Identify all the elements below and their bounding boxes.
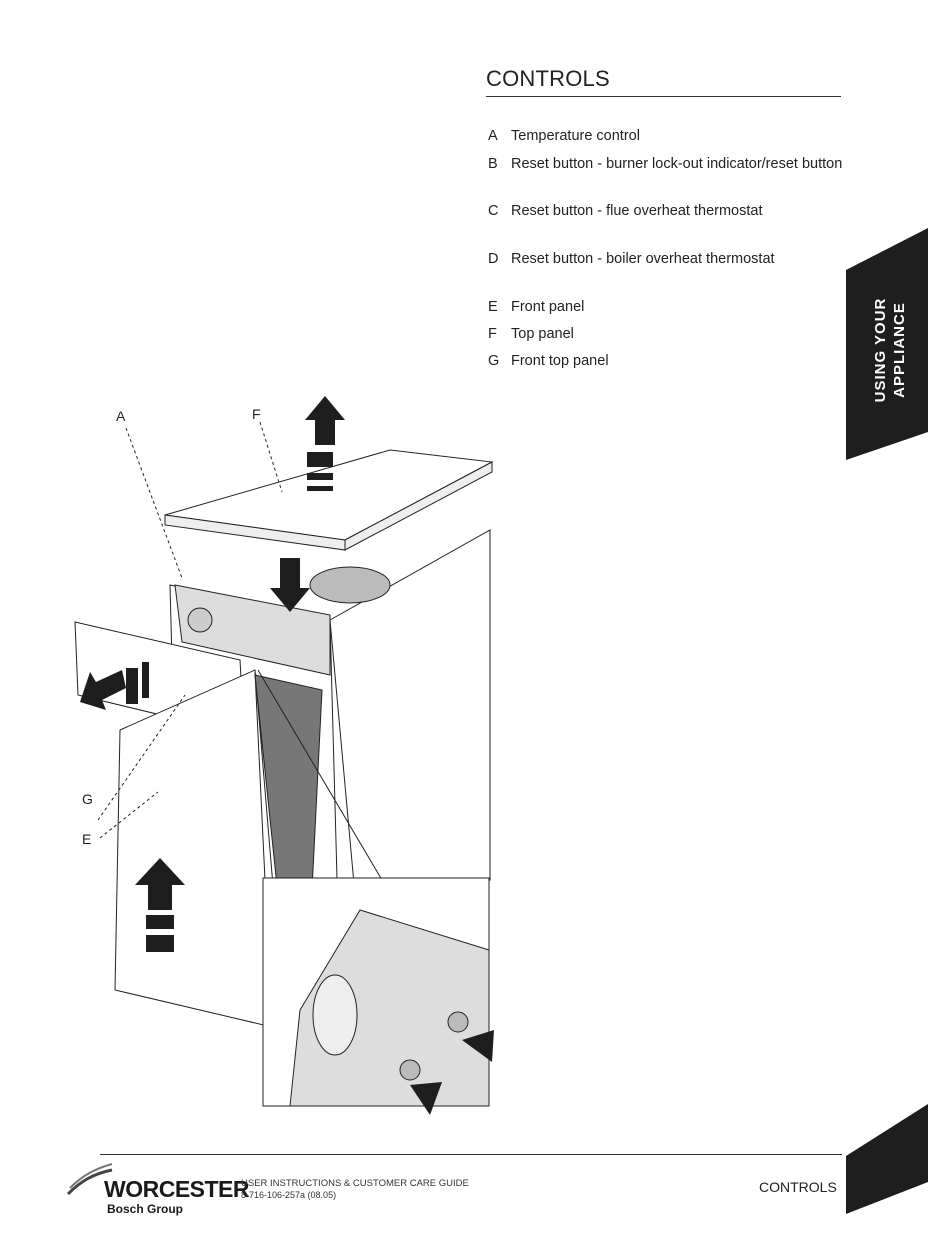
legend-item: F Top panel [488, 324, 843, 345]
legend-item: G Front top panel [488, 351, 843, 372]
legend-text: Temperature control [511, 128, 640, 144]
section-tab-line2: APPLIANCE [891, 302, 908, 398]
legend-letter: B [488, 156, 498, 172]
brand-sub: Bosch Group [107, 1202, 184, 1216]
footer-rule [100, 1154, 842, 1155]
guide-code: 8-716-106-257a (08.05) [241, 1190, 337, 1200]
title-rule [486, 96, 841, 97]
legend-letter: C [488, 203, 499, 219]
legend-text: Front panel [511, 299, 585, 315]
footer-tab [846, 1104, 928, 1214]
callout-f: F [252, 406, 261, 422]
legend-text: Front top panel [511, 353, 609, 369]
section-tab-label: USING YOUR APPLIANCE [871, 295, 911, 405]
callout-e: E [82, 831, 92, 847]
section-tab [846, 228, 928, 460]
guide-title: USER INSTRUCTIONS & CUSTOMER CARE GUIDE [241, 1178, 469, 1189]
page-title: CONTROLS [486, 66, 610, 91]
legend-item: C Reset button - flue overheat thermosta… [488, 201, 843, 222]
brand-name: WORCESTER [104, 1176, 250, 1202]
legend-letter: E [488, 299, 498, 315]
legend-item: E Front panel [488, 297, 843, 318]
legend-letter: D [488, 251, 499, 267]
legend-text: Top panel [511, 326, 574, 342]
legend-letter: G [488, 353, 500, 369]
section-tab-line1: USING YOUR [872, 297, 889, 403]
legend-text: Reset button - flue overheat thermostat [511, 203, 763, 219]
callout-a: A [116, 408, 126, 424]
legend-text: Reset button - burner lock-out indicator… [511, 156, 843, 172]
legend-text: Reset button - boiler overheat thermosta… [511, 251, 775, 267]
legend-item: D Reset button - boiler overheat thermos… [488, 249, 843, 270]
boiler-illustration [74, 396, 494, 1115]
legend-item: A Temperature control [488, 126, 843, 147]
legend-letter: F [488, 326, 497, 342]
worcester-logo-icon [66, 1163, 113, 1196]
footer-section-label: CONTROLS [759, 1179, 837, 1195]
legend-letter: A [488, 128, 498, 144]
legend-item: B Reset button - burner lock-out indicat… [488, 154, 843, 175]
callout-g: G [82, 791, 93, 807]
